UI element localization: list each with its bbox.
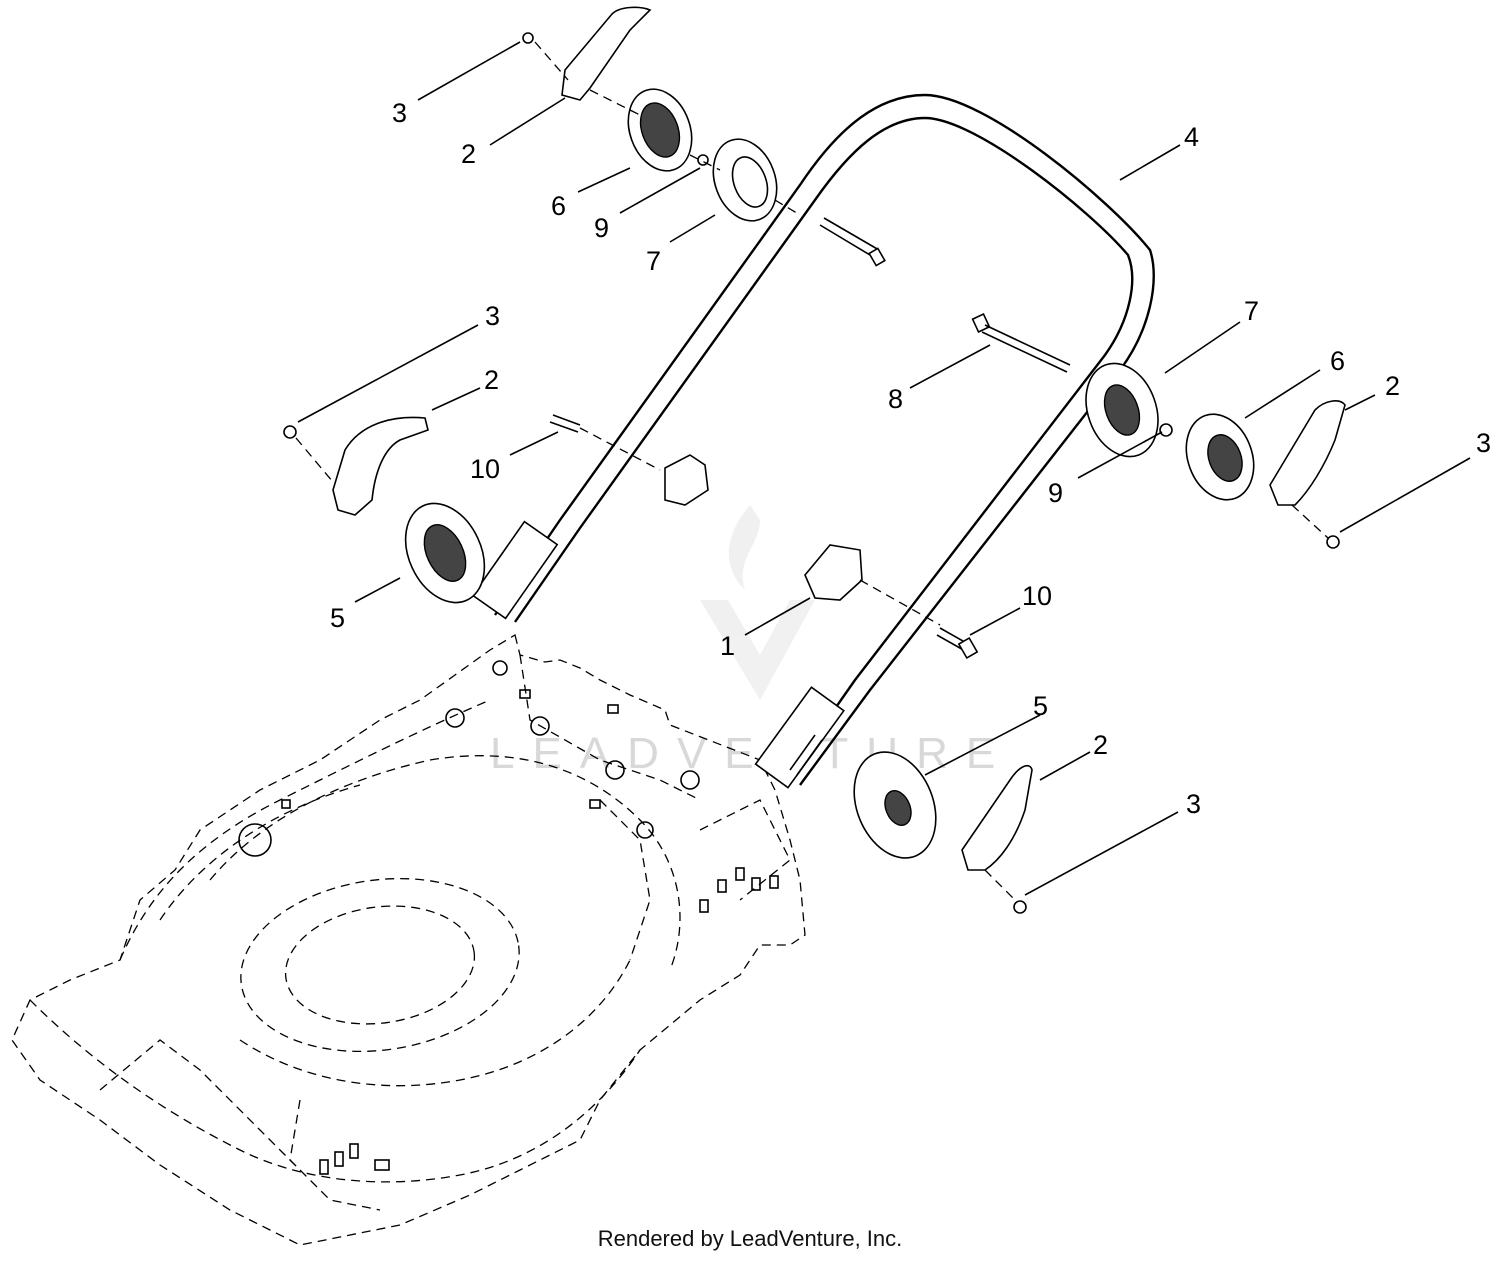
callout-label: 9 [1048, 478, 1063, 508]
callout-label: 2 [484, 365, 499, 395]
callout-label: 7 [646, 246, 661, 276]
callout-label: 8 [888, 384, 903, 414]
leader-lines [297, 41, 1471, 896]
callout-label: 3 [392, 98, 407, 128]
callout-label: 6 [1330, 346, 1345, 376]
lever-part-2-left [332, 416, 429, 516]
lever-part-2-lower [961, 764, 1033, 871]
gear-part-7-top [712, 138, 778, 222]
callout-label: 3 [485, 301, 500, 331]
bracket-part-1 [804, 544, 863, 601]
washer-part-9-right [1159, 423, 1173, 437]
callout-label: 10 [470, 454, 500, 484]
adjuster-group-upper-left [522, 6, 886, 267]
lever-part-2-top [561, 6, 652, 101]
callout-labels: 3 2 6 9 7 4 3 2 10 8 7 6 2 3 9 5 1 10 5 … [330, 98, 1491, 819]
watermark-logo [700, 505, 815, 700]
callout-label: 2 [1385, 371, 1400, 401]
center-bracket [804, 544, 979, 660]
callout-label: 10 [1022, 581, 1052, 611]
callout-label: 7 [1244, 296, 1259, 326]
footer-credit: Rendered by LeadVenture, Inc. [597, 1226, 903, 1251]
nut-part-3-left [283, 425, 297, 439]
lever-part-2-right [1269, 400, 1346, 506]
callout-label: 2 [461, 139, 476, 169]
handle-tube [471, 93, 1155, 789]
callout-label: 1 [720, 631, 735, 661]
bracket-left [664, 454, 709, 506]
nut-part-3-right [1326, 535, 1340, 549]
adjuster-group-right [971, 313, 1346, 549]
nut-part-3-lower [1013, 900, 1027, 914]
adjuster-group-left [283, 414, 709, 604]
mower-deck [11, 633, 806, 1246]
callout-label: 2 [1093, 730, 1108, 760]
callout-label: 3 [1186, 789, 1201, 819]
callout-label: 9 [594, 213, 609, 243]
callout-label: 5 [330, 603, 345, 633]
callout-label: 6 [551, 191, 566, 221]
nut-part-3-top [522, 32, 534, 44]
adjuster-group-lower-right [853, 751, 1033, 914]
callout-label: 3 [1476, 428, 1491, 458]
callout-label: 4 [1184, 122, 1199, 152]
callout-label: 5 [1033, 691, 1048, 721]
